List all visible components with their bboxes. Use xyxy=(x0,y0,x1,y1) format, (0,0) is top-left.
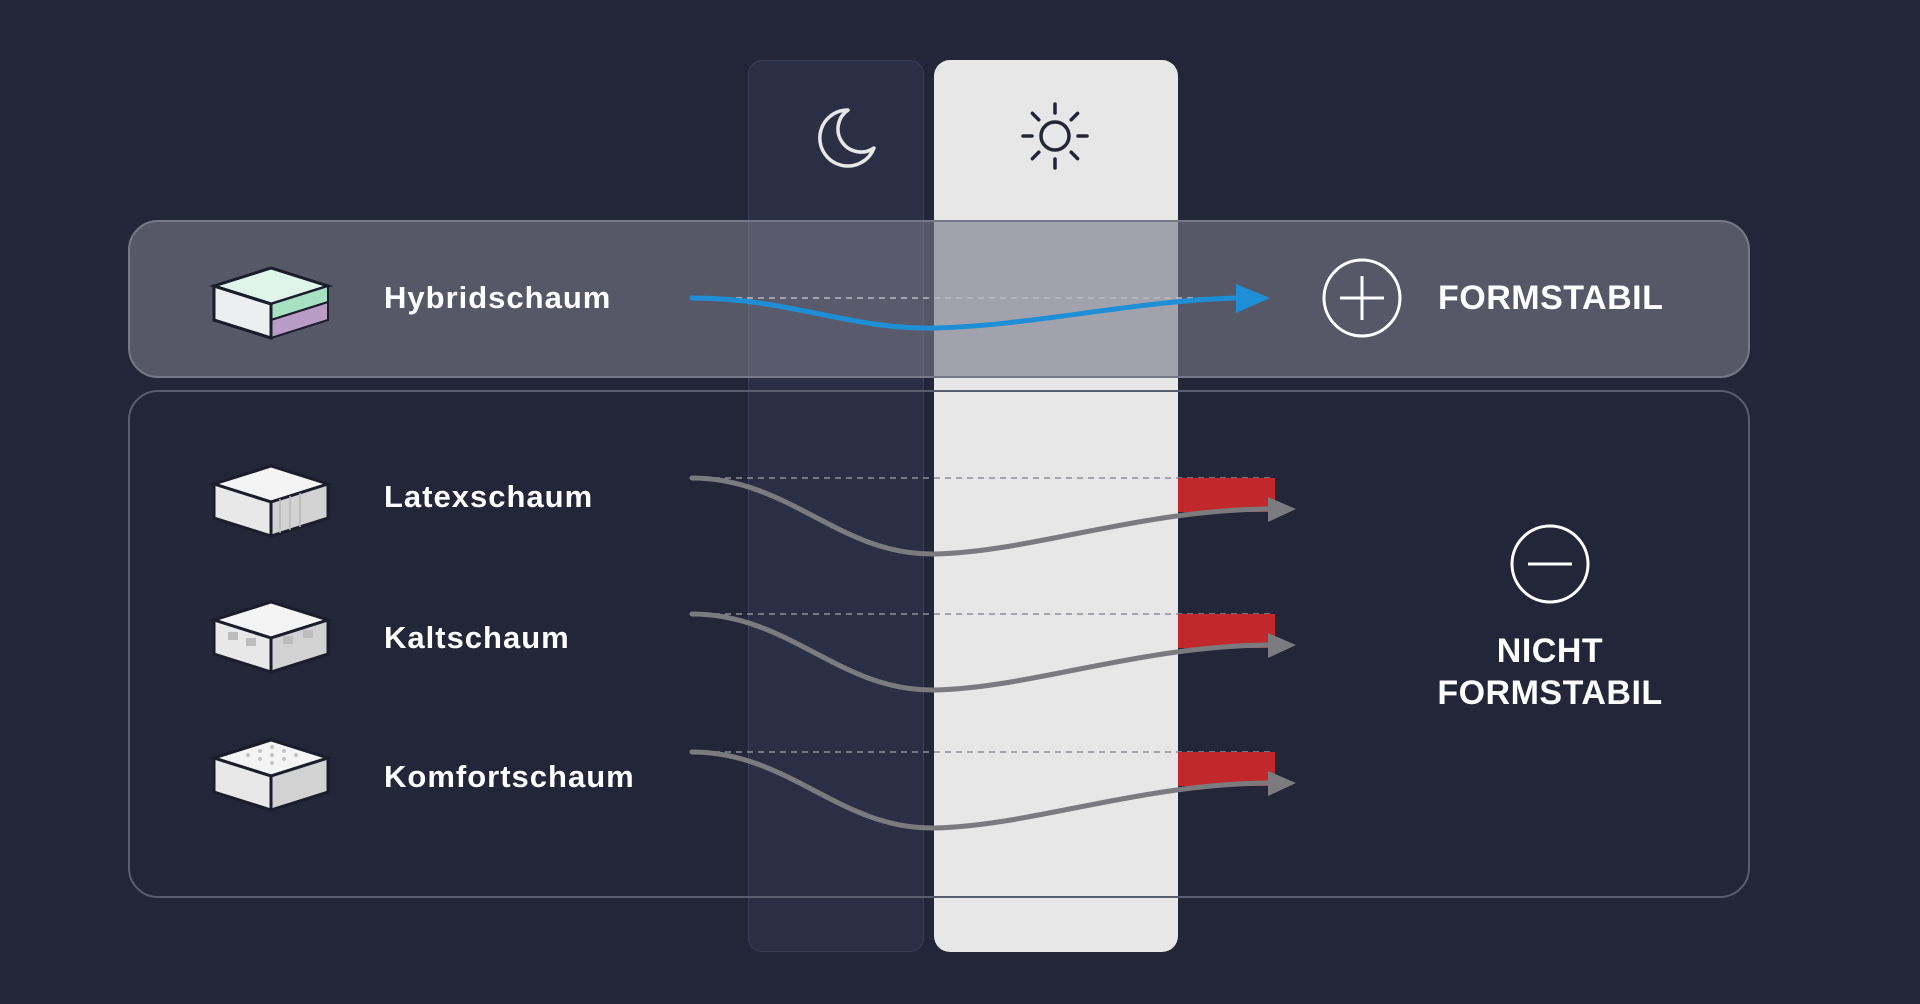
nicht-formstabil-line1: NICHT xyxy=(1496,632,1604,670)
komfortschaum-label: Komfortschaum xyxy=(384,759,635,794)
moon-icon xyxy=(804,96,884,176)
latexschaum-label: Latexschaum xyxy=(384,479,594,514)
sun-icon xyxy=(1015,96,1095,176)
nicht-formstabil-panel xyxy=(128,390,1750,898)
kaltschaum-label: Kaltschaum xyxy=(384,620,570,655)
comfort-foam-block-icon xyxy=(208,730,334,816)
plus-circle-icon xyxy=(1320,256,1404,340)
minus-circle-icon xyxy=(1508,522,1592,606)
nicht-formstabil-line2: FORMSTABIL xyxy=(1437,674,1663,712)
hybrid-foam-block-icon xyxy=(208,258,334,344)
nicht-formstabil-label: NICHT FORMSTABIL xyxy=(1400,630,1700,714)
formstabil-label: FORMSTABIL xyxy=(1438,279,1664,317)
cold-foam-block-icon xyxy=(208,592,334,678)
hybridschaum-label: Hybridschaum xyxy=(384,280,612,315)
latex-foam-block-icon xyxy=(208,456,334,542)
